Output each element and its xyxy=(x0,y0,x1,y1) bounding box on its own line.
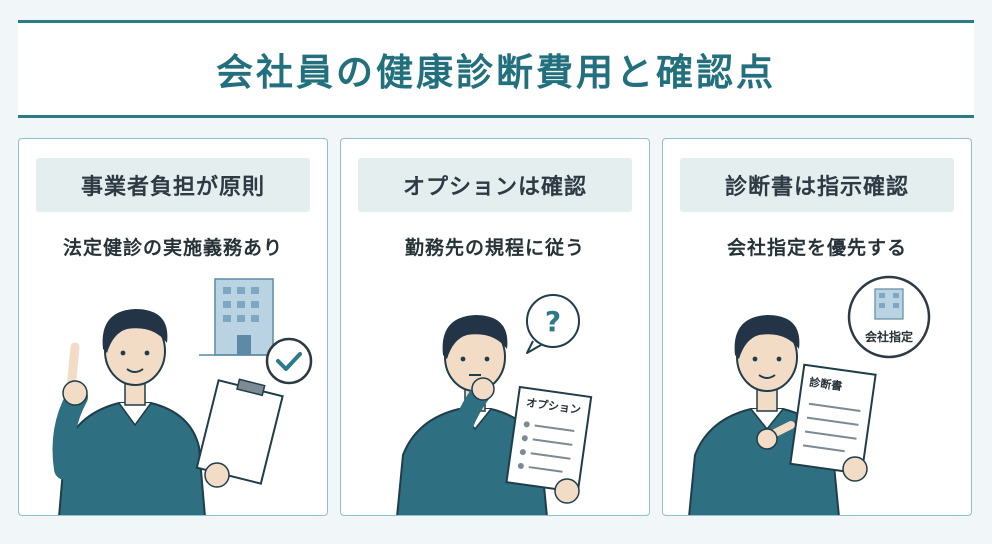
card-options-check: オプションは確認 勤務先の規程に従う ? オプション xyxy=(340,138,650,516)
card-subtitle: 勤務先の規程に従う xyxy=(404,237,585,259)
card-subtitle: 法定健診の実施義務あり xyxy=(62,237,283,259)
man-pointing-document-illustration: 会社指定 診断書 xyxy=(688,275,931,515)
check-circle-icon xyxy=(265,337,313,385)
card-employer-burden: 事業者負担が原則 法定健診の実施義務あり xyxy=(18,138,328,516)
title-banner: 会社員の健康診断費用と確認点 xyxy=(18,20,974,118)
man-with-clipboard-illustration xyxy=(52,278,313,515)
card-subtitle: 会社指定を優先する xyxy=(726,237,907,259)
card-heading: オプションは確認 xyxy=(358,158,632,212)
card-heading: 診断書は指示確認 xyxy=(680,158,954,212)
office-building-icon xyxy=(199,278,289,356)
card-heading: 事業者負担が原則 xyxy=(36,158,310,212)
question-mark: ? xyxy=(545,305,561,338)
card-certificate-check: 診断書は指示確認 会社指定を優先する 会社指定 診断書 xyxy=(662,138,972,516)
document-label: 診断書 xyxy=(809,375,844,393)
badge-label: 会社指定 xyxy=(865,329,913,344)
building-icon xyxy=(874,288,904,320)
company-designated-badge: 会社指定 xyxy=(847,275,931,359)
question-bubble-icon: ? xyxy=(526,294,580,354)
man-thinking-illustration: ? オプション xyxy=(396,294,593,515)
page-title: 会社員の健康診断費用と確認点 xyxy=(216,51,776,94)
